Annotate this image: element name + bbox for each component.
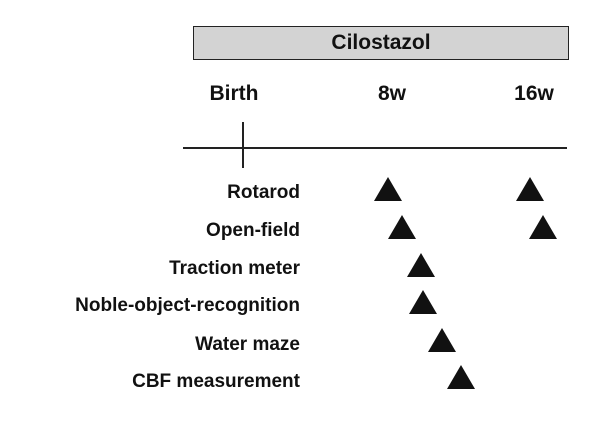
- water-maze-marker: [428, 328, 456, 352]
- timeline-axis: [183, 147, 567, 149]
- rotarod-16w-marker: [516, 177, 544, 201]
- rotarod-8w-marker: [374, 177, 402, 201]
- test-label-noble-object-recognition: Noble-object-recognition: [75, 295, 300, 316]
- test-label-rotarod: Rotarod: [227, 182, 300, 203]
- timepoint-8w: 8w: [377, 82, 407, 105]
- open-field-8w-marker: [388, 215, 416, 239]
- timepoint-16w: 16w: [514, 82, 554, 105]
- traction-meter-marker: [407, 253, 435, 277]
- open-field-16w-marker: [529, 215, 557, 239]
- noble-object-recognition-marker: [409, 290, 437, 314]
- cilostazol-treatment-bar: Cilostazol: [193, 26, 569, 60]
- test-label-water-maze: Water maze: [195, 334, 300, 355]
- test-label-traction-meter: Traction meter: [169, 258, 300, 279]
- test-label-open-field: Open-field: [206, 220, 300, 241]
- test-label-cbf-measurement: CBF measurement: [132, 371, 300, 392]
- timepoint-birth: Birth: [209, 82, 259, 105]
- treatment-label: Cilostazol: [331, 31, 431, 54]
- cbf-measurement-marker: [447, 365, 475, 389]
- birth-tick: [242, 122, 244, 168]
